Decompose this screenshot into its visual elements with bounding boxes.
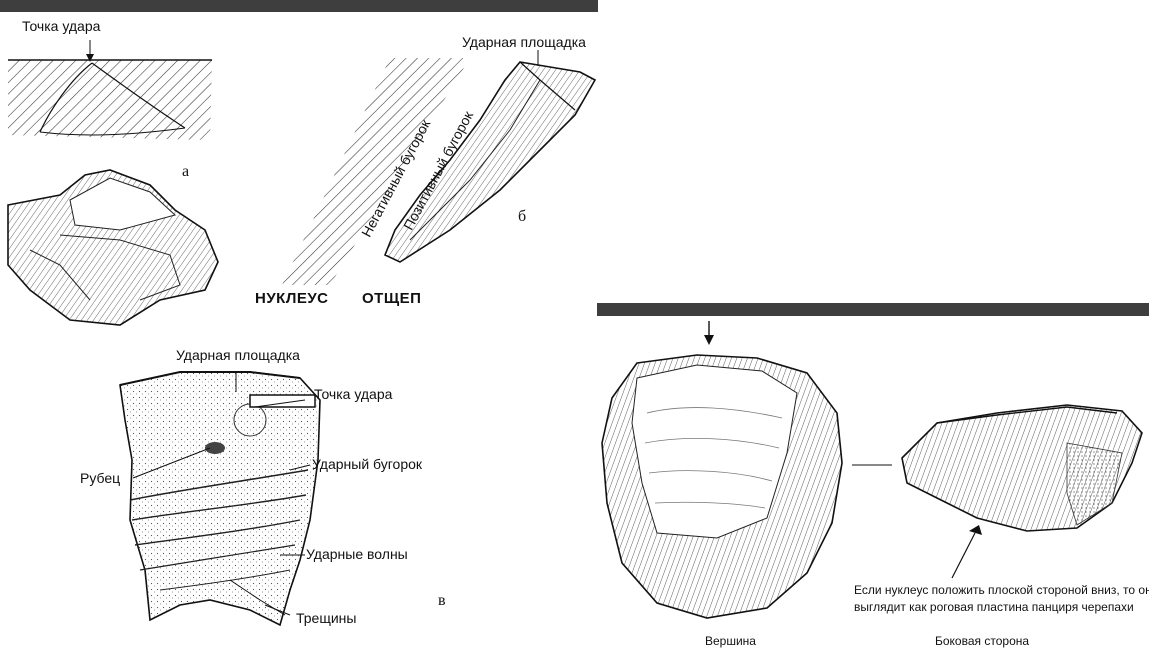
tortoise-core-side-view bbox=[902, 405, 1142, 531]
flake-terminology-diagram: Точка удара а Ударная площадка Негативны… bbox=[0, 0, 598, 650]
waves-label: Ударные волны bbox=[306, 546, 408, 562]
cracks-label: Трещины bbox=[296, 610, 356, 626]
figure-letter-v: в bbox=[438, 592, 446, 610]
impact-point-label-v: Точка удара bbox=[314, 386, 392, 402]
figure-letter-a: а bbox=[182, 163, 189, 181]
flake-title: ОТЩЕП bbox=[362, 290, 421, 307]
stone-core-a-drawing bbox=[8, 170, 218, 325]
figure-letter-b: б bbox=[518, 208, 526, 226]
bulb-label: Ударный бугорок bbox=[312, 456, 422, 472]
impact-point-label-a: Точка удара bbox=[22, 18, 100, 34]
tortoise-core-diagram: Если нуклеус положить плоской стороной в… bbox=[597, 303, 1149, 650]
right-drawings bbox=[597, 303, 1149, 650]
top-view-caption: Вершина bbox=[705, 634, 756, 648]
block-a-drawing bbox=[8, 40, 212, 140]
scar-label: Рубец bbox=[80, 470, 120, 486]
core-title: НУКЛЕУС bbox=[255, 290, 329, 307]
striking-platform-label-v: Ударная площадка bbox=[176, 347, 300, 363]
striking-platform-label-b: Ударная площадка bbox=[462, 34, 586, 50]
left-drawings bbox=[0, 0, 598, 650]
note-line-1: Если нуклеус положить плоской стороной в… bbox=[854, 583, 1149, 597]
tortoise-core-top-view bbox=[602, 321, 842, 618]
side-view-caption: Боковая сторона bbox=[935, 634, 1029, 648]
note-pointer-line bbox=[952, 533, 975, 578]
flake-v-drawing bbox=[120, 372, 320, 625]
note-line-2: выглядит как роговая пластина панциря че… bbox=[854, 600, 1134, 614]
